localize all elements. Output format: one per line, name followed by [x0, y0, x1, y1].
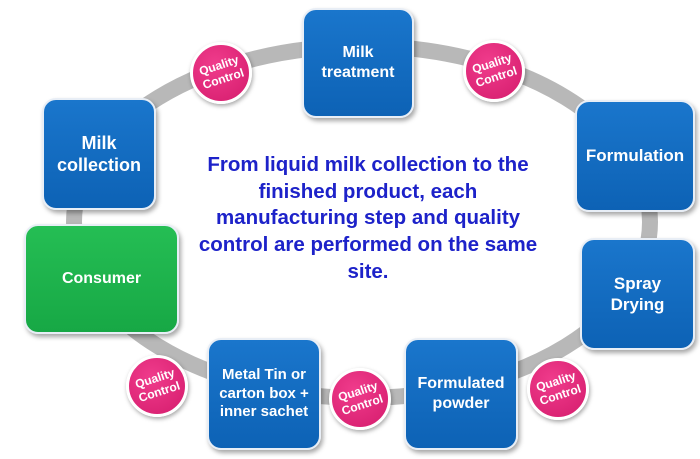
step-formulation-label: Formulation	[585, 146, 685, 166]
quality-control-label: Quality Control	[336, 378, 385, 418]
quality-control-badge: Quality Control	[329, 368, 391, 430]
step-consumer: Consumer	[24, 224, 179, 334]
quality-control-label: Quality Control	[470, 50, 519, 90]
step-consumer-label: Consumer	[61, 270, 142, 287]
quality-control-label: Quality Control	[534, 368, 583, 408]
center-description: From liquid milk collection to the finis…	[198, 153, 538, 283]
quality-control-label: Quality Control	[133, 365, 182, 405]
step-formulation: Formulation	[575, 100, 695, 212]
quality-control-label: Quality Control	[197, 52, 246, 92]
step-milk-collection: Milk collection	[42, 98, 156, 210]
step-packaging-label: Metal Tin or carton box + inner sachet	[219, 365, 309, 421]
step-formulated-powder-label: Formulated powder	[417, 375, 505, 412]
quality-control-badge: Quality Control	[527, 358, 589, 420]
quality-control-badge: Quality Control	[190, 42, 252, 104]
step-spray-drying: Spray Drying	[580, 238, 695, 350]
step-packaging: Metal Tin or carton box + inner sachet	[207, 338, 321, 450]
step-milk-collection-label: Milk collection	[56, 132, 141, 176]
step-spray-drying-label: Spray Drying	[610, 273, 665, 314]
quality-control-badge: Quality Control	[126, 355, 188, 417]
step-milk-treatment: Milk treatment	[302, 8, 414, 118]
step-milk-treatment-label: Milk treatment	[321, 44, 395, 81]
quality-control-badge: Quality Control	[463, 40, 525, 102]
step-formulated-powder: Formulated powder	[404, 338, 518, 450]
